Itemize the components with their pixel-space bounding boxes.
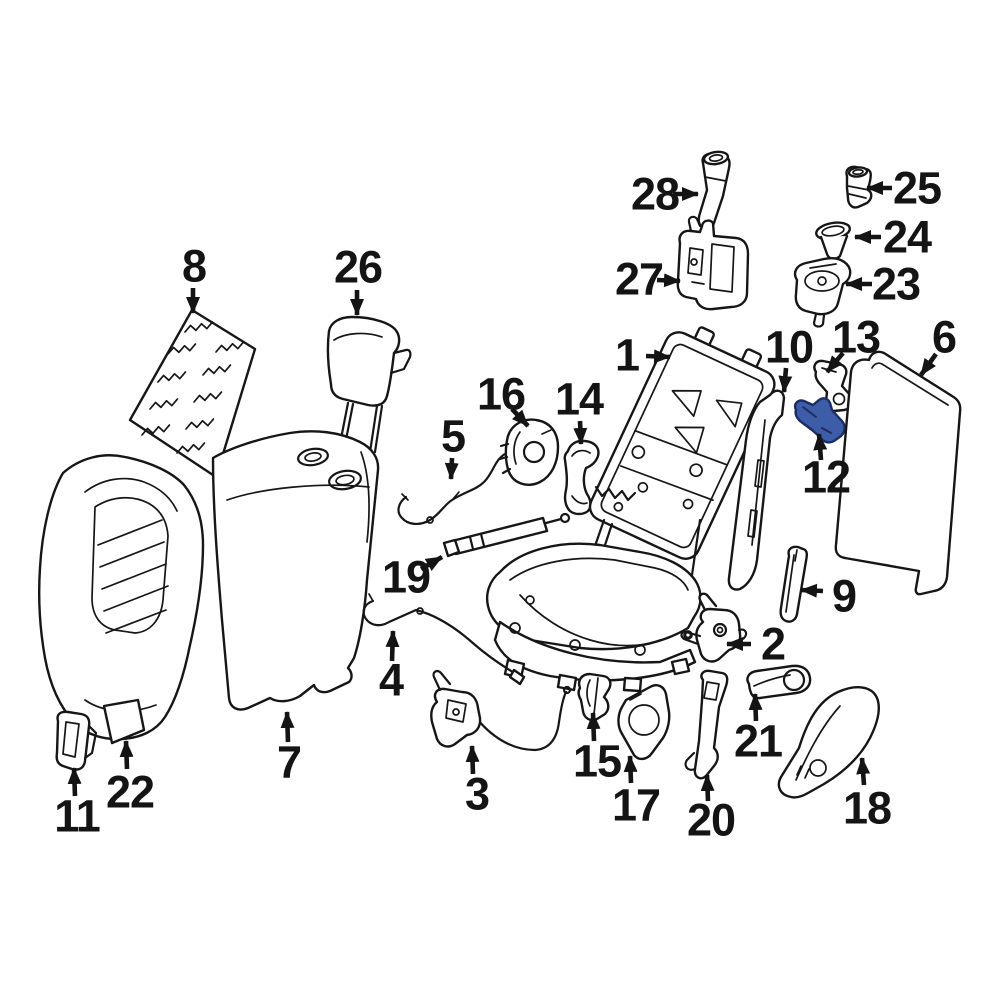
callout-21: 21: [733, 715, 783, 767]
callout-15: 15: [572, 735, 622, 787]
callout-24: 24: [882, 211, 932, 263]
side-trim-rail: [727, 389, 786, 591]
callout-7: 7: [276, 736, 302, 788]
seat-back-panel: [834, 350, 962, 596]
headrest-sleeve: [697, 150, 731, 230]
lock-actuator: [430, 670, 572, 752]
callout-arrow-16: [510, 407, 530, 428]
callout-20: 20: [686, 794, 736, 846]
recliner-cover: [498, 418, 560, 486]
callout-arrow-18: [856, 757, 871, 786]
callout-19: 19: [381, 551, 431, 603]
callout-23: 23: [871, 258, 921, 310]
callout-9: 9: [831, 570, 857, 622]
callout-arrow-27: [656, 273, 681, 288]
callout-3: 3: [464, 768, 490, 820]
callout-26: 26: [333, 241, 383, 293]
callout-11: 11: [54, 790, 101, 842]
gas-strut: [442, 512, 571, 558]
callout-5: 5: [440, 410, 466, 462]
callout-arrow-14: [573, 420, 588, 445]
headrest-guide-housing: [676, 215, 750, 311]
callout-arrow-12: [813, 433, 828, 461]
callout-arrow-10: [778, 367, 793, 393]
callout-arrow-19: [419, 555, 444, 572]
callout-25: 25: [892, 162, 942, 214]
callout-arrows: [67, 181, 938, 802]
callout-22: 22: [105, 766, 155, 818]
callout-4: 4: [378, 654, 404, 706]
callout-arrow-9: [800, 583, 824, 598]
callout-13: 13: [831, 311, 881, 363]
callout-6: 6: [931, 311, 957, 363]
callout-arrow-20: [700, 774, 715, 802]
callout-27: 27: [614, 253, 664, 305]
callout-arrow-5: [444, 457, 459, 480]
callout-arrow-3: [465, 745, 480, 775]
seat-back-pad: [211, 430, 380, 711]
callout-arrow-22: [119, 740, 134, 770]
callout-arrow-1: [645, 349, 671, 364]
callout-18: 18: [842, 782, 892, 834]
callout-arrow-7: [280, 711, 295, 743]
seat-back-cover: [38, 454, 205, 745]
callout-12: 12: [801, 451, 851, 503]
release-cable-rear: [362, 593, 526, 686]
callout-arrow-6: [919, 352, 938, 377]
callout-8: 8: [181, 240, 207, 292]
striker-bracket-highlighted: [793, 397, 846, 444]
headrest-guide-support: [793, 257, 852, 328]
seat-back-frame: [588, 326, 776, 560]
headrest: [326, 315, 412, 454]
callout-14: 14: [554, 373, 604, 425]
side-trim-strip: [779, 545, 809, 623]
callout-1: 1: [614, 329, 640, 381]
seat-cushion-frame: [486, 485, 702, 693]
pivot-cover: [577, 672, 612, 722]
hinge-cover-outer: [617, 684, 671, 761]
callout-10: 10: [764, 321, 814, 373]
trim-bezel: [55, 710, 98, 771]
side-shield: [777, 686, 880, 799]
callout-arrow-21: [748, 693, 763, 722]
callout-arrow-13: [825, 351, 845, 374]
callout-arrow-11: [67, 767, 82, 797]
belt-guide: [684, 669, 729, 780]
recliner-handle: [746, 664, 812, 700]
callout-17: 17: [611, 779, 661, 831]
callout-arrow-17: [623, 755, 638, 784]
callout-28: 28: [630, 168, 680, 220]
callout-16: 16: [476, 368, 526, 420]
callout-arrow-15: [586, 712, 601, 742]
callout-2: 2: [760, 618, 786, 670]
callout-arrow-4: [385, 630, 400, 662]
